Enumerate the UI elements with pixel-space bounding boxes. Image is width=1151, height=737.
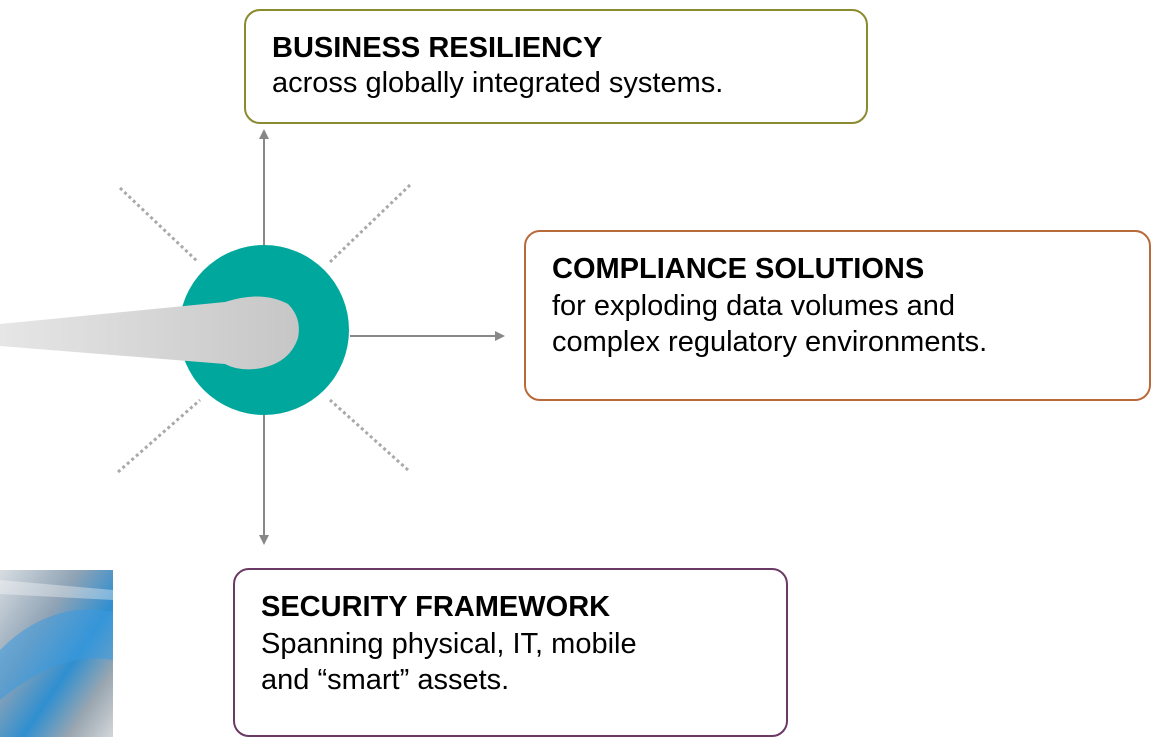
callout-heading: BUSINESS RESILIENCY	[272, 32, 603, 64]
ray-lower-left	[117, 398, 201, 474]
callout-text-line: for exploding data volumes and	[552, 290, 956, 322]
ray-upper-right	[328, 183, 412, 264]
callout-text-line: Spanning physical, IT, mobile	[261, 628, 637, 660]
callout-business-resiliency: BUSINESS RESILIENCY across globally inte…	[244, 9, 868, 124]
callout-text-line: and “smart” assets.	[261, 664, 510, 696]
ray-lower-right	[328, 398, 410, 472]
callout-text-line: across globally integrated systems.	[272, 67, 724, 99]
ray-upper-left	[118, 186, 200, 264]
hub-beam	[0, 296, 299, 370]
callout-heading: SECURITY FRAMEWORK	[261, 591, 611, 623]
hub-rays	[117, 183, 412, 474]
connector-arrows	[259, 129, 505, 545]
photo-fragment	[0, 570, 113, 737]
callout-text-line: complex regulatory environments.	[552, 326, 988, 358]
callout-compliance-solutions: COMPLIANCE SOLUTIONS for exploding data …	[524, 230, 1151, 401]
callout-heading: COMPLIANCE SOLUTIONS	[552, 253, 925, 285]
callout-security-framework: SECURITY FRAMEWORK Spanning physical, IT…	[233, 568, 788, 737]
